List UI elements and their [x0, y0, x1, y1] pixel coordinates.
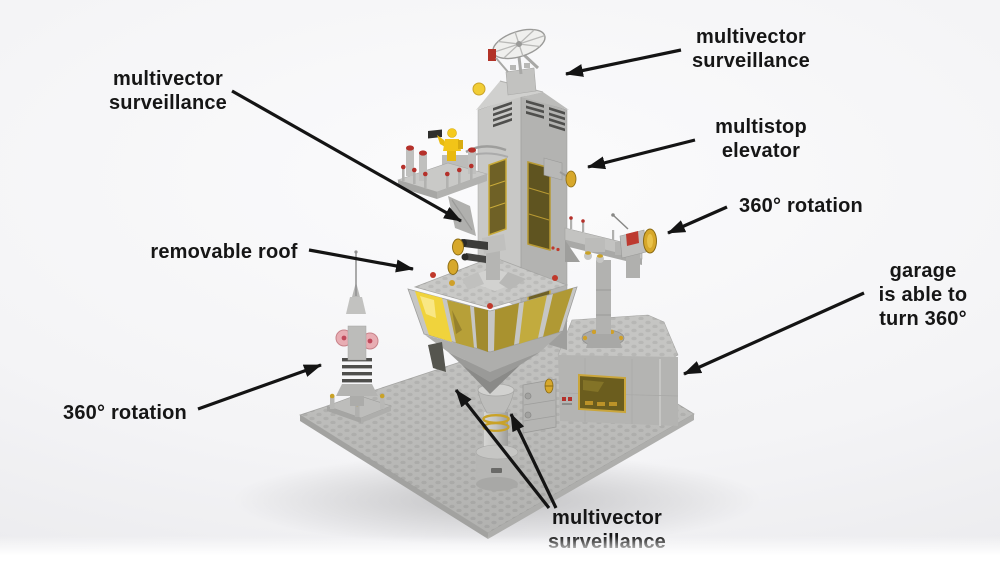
annotation-text: 360° rotation	[739, 195, 863, 217]
observation-pod	[407, 234, 578, 394]
arrow-multistop-elevator	[587, 138, 696, 170]
astronaut-minifig	[428, 128, 463, 161]
dish-mount	[505, 67, 537, 96]
red-beacon	[488, 49, 496, 61]
annotation-text: garage	[889, 260, 957, 282]
pod-window-band	[407, 286, 578, 353]
rotating-camera-arm	[564, 213, 657, 348]
camera-cluster	[447, 234, 506, 286]
label-garage-turn: garage is able to turn 360°	[879, 259, 968, 331]
annotation-text: removable roof	[150, 241, 298, 263]
arrow-removable-roof	[308, 248, 414, 273]
annotation-text: turn 360°	[879, 308, 967, 330]
label-removable-roof: removable roof	[150, 240, 297, 264]
tower-vents	[493, 100, 565, 132]
balcony-railing	[401, 163, 474, 188]
annotation-text: surveillance	[108, 92, 228, 114]
balcony-canisters	[406, 145, 476, 181]
surveillance-tower	[461, 28, 577, 350]
label-multivector-surveillance-top-right: multivector surveillance	[692, 25, 810, 73]
rotation-camera-unit	[611, 213, 657, 278]
red-corner-light	[430, 272, 436, 278]
gold-valve-dish	[544, 378, 554, 394]
red-corner-light	[487, 303, 493, 309]
arrow-multivector-surveillance-top-left	[231, 89, 462, 223]
support-column	[475, 383, 519, 491]
arrow-multivector-surveillance-top-right	[565, 48, 682, 77]
label-multistop-elevator: multistop elevator	[715, 115, 807, 163]
observation-balcony	[397, 128, 488, 236]
rotating-antenna-tower	[326, 250, 392, 423]
arrow-garage-turn	[683, 291, 865, 376]
antenna-vent-fins	[342, 358, 372, 383]
garage-control-panel	[562, 397, 572, 405]
garage-window	[578, 373, 626, 414]
red-corner-light	[552, 275, 558, 281]
yellow-globe-light	[472, 82, 486, 96]
arrow-rotation-left	[197, 363, 322, 411]
annotation-text: is able to	[878, 284, 968, 306]
label-rotation-left: 360° rotation	[63, 401, 187, 425]
label-multivector-surveillance-top-left: multivector surveillance	[109, 67, 227, 115]
annotation-text: multistop	[715, 116, 807, 138]
annotation-arrows	[197, 48, 865, 509]
annotation-text: multivector	[112, 68, 223, 90]
arrow-multivector-surveillance-bottom-2	[509, 413, 558, 509]
annotation-text: 360° rotation	[63, 402, 187, 424]
tower-windows	[488, 157, 551, 331]
arrow-multivector-surveillance-bottom-1	[454, 389, 551, 509]
annotation-text: surveillance	[691, 50, 811, 72]
tower-side-camera	[543, 157, 577, 188]
pod-roof-deck	[413, 256, 569, 309]
label-rotation-right: 360° rotation	[739, 194, 863, 218]
bottom-fade-gradient	[0, 536, 1000, 562]
annotation-text: multivector	[695, 26, 806, 48]
pod-underside-fin	[428, 342, 446, 372]
arrow-rotation-right	[667, 205, 728, 235]
satellite-dish	[488, 28, 546, 75]
annotation-text: elevator	[721, 140, 801, 162]
annotation-text: multivector	[551, 507, 662, 529]
